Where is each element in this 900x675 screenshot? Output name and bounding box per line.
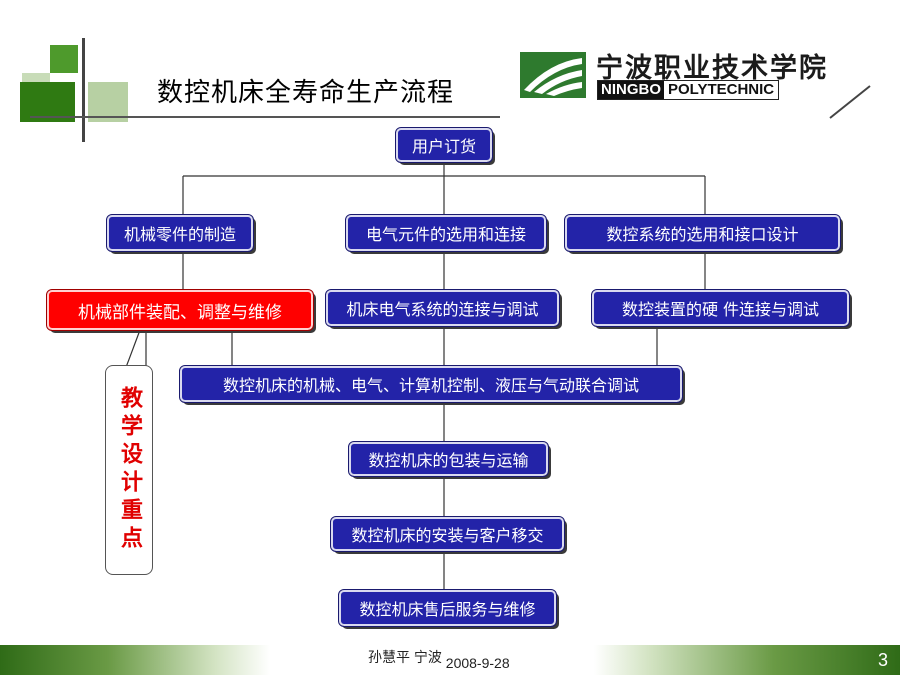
box-cnc-system-selection: 数控系统的选用和接口设计 xyxy=(564,214,841,252)
decor-square-green-top xyxy=(50,45,78,73)
flow-connectors xyxy=(124,160,706,590)
box-installation: 数控机床的安装与客户移交 xyxy=(330,516,565,552)
footer-info: 孙慧平 宁波 2008-9-28 xyxy=(368,647,510,671)
teaching-focus-callout: 教学设计重点 xyxy=(105,365,153,575)
college-name-english: NINGBO POLYTECHNIC xyxy=(597,80,780,100)
decor-horizontal-line xyxy=(30,116,500,118)
footer-bar xyxy=(0,645,900,675)
box-customer-order: 用户订货 xyxy=(395,127,493,163)
page-number: 3 xyxy=(877,650,888,670)
box-cnc-hardware-test: 数控装置的硬 件连接与调试 xyxy=(591,289,850,327)
decor-diagonal-line xyxy=(829,85,871,119)
box-joint-test: 数控机床的机械、电气、计算机控制、液压与气动联合调试 xyxy=(179,365,683,403)
slide-title: 数控机床全寿命生产流程 xyxy=(157,78,455,108)
college-name-english-light: POLYTECHNIC xyxy=(664,81,779,99)
box-electrical-system-test: 机床电气系统的连接与调试 xyxy=(325,289,560,327)
decor-horizontal-line-left xyxy=(30,116,100,118)
box-packaging: 数控机床的包装与运输 xyxy=(348,441,549,477)
box-mechanical-assembly: 机械部件装配、调整与维修 xyxy=(46,289,314,331)
college-logo-icon xyxy=(520,52,586,98)
decor-square-dark xyxy=(20,82,75,122)
decor-vertical-line xyxy=(82,38,85,142)
box-mechanical-parts: 机械零件的制造 xyxy=(106,214,254,252)
footer-date: 2008-9-28 xyxy=(445,655,510,671)
box-after-sales: 数控机床售后服务与维修 xyxy=(338,589,557,627)
decor-square-light-right xyxy=(88,82,128,122)
box-electrical-components: 电气元件的选用和连接 xyxy=(345,214,547,252)
college-name-english-dark: NINGBO xyxy=(598,81,664,99)
footer-author: 孙慧平 宁波 xyxy=(368,649,442,665)
college-name-chinese: 宁波职业技术学院 xyxy=(596,53,828,84)
